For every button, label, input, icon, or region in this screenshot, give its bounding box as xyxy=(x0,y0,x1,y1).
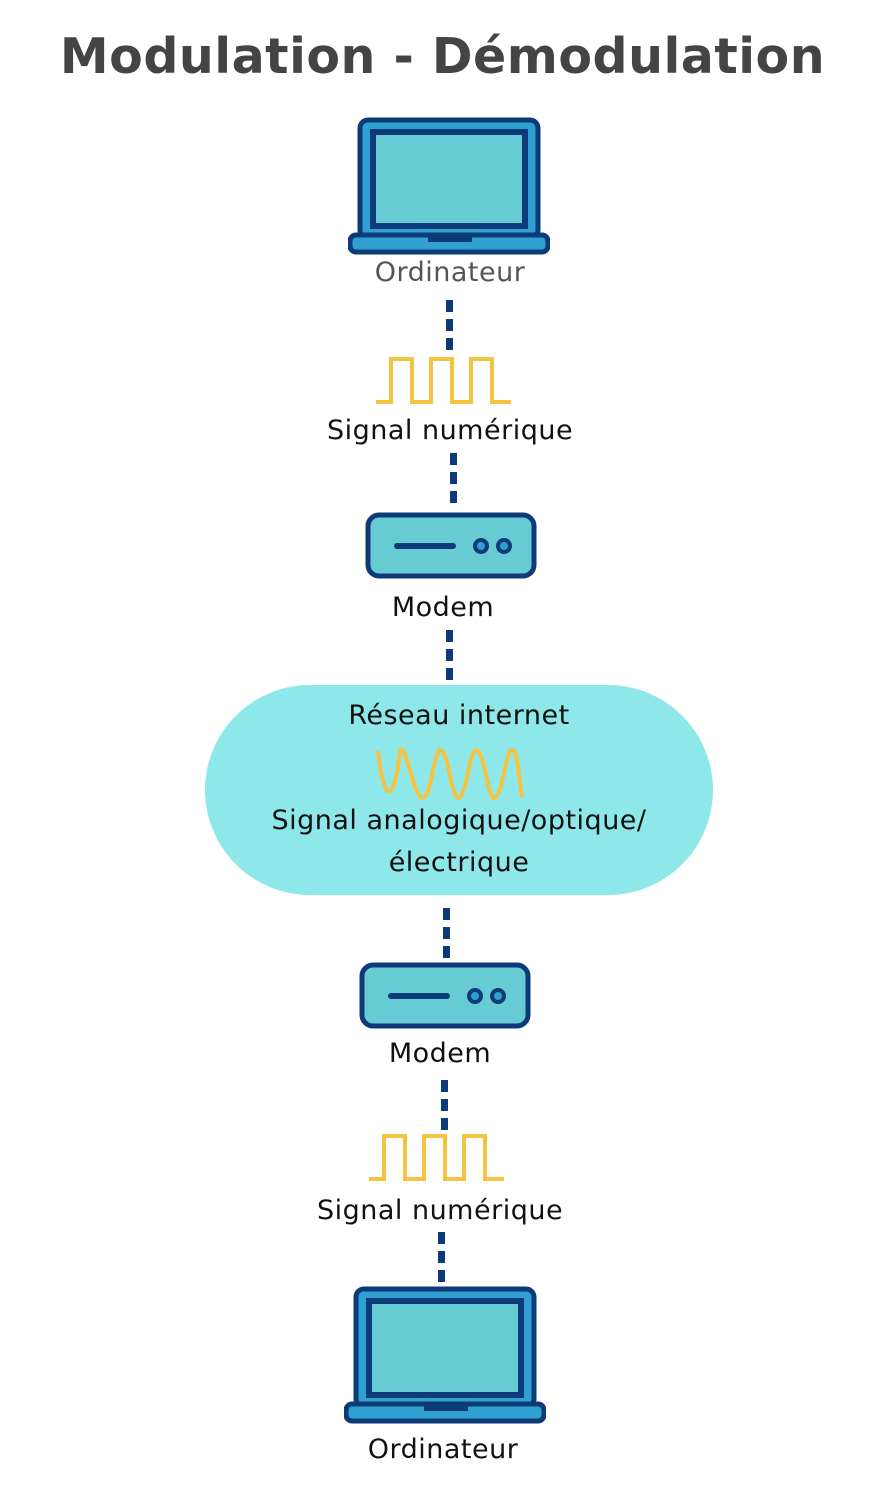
square-wave-icon xyxy=(369,1134,504,1181)
computer-bottom-label: Ordinateur xyxy=(367,1434,519,1465)
laptop-icon xyxy=(348,117,550,255)
laptop-icon xyxy=(344,1286,546,1424)
network-label-line1: Signal analogique/optique/ xyxy=(271,805,647,836)
connector xyxy=(446,630,453,680)
diagram-title: Modulation - Démodulation xyxy=(59,28,826,85)
connector xyxy=(441,1080,448,1130)
signal-top-label: Signal numérique xyxy=(326,415,574,446)
modem-bottom-label: Modem xyxy=(388,1038,492,1069)
sine-wave-icon xyxy=(376,747,524,800)
computer-top-label: Ordinateur xyxy=(374,257,526,288)
connector xyxy=(438,1232,445,1282)
signal-bottom-label: Signal numérique xyxy=(316,1195,564,1226)
network-label-line2: électrique xyxy=(388,847,530,878)
modem-icon xyxy=(365,512,537,579)
network-title: Réseau internet xyxy=(348,700,570,731)
modem-icon xyxy=(359,962,531,1029)
network-cloud xyxy=(205,685,713,895)
connector xyxy=(443,908,450,960)
connector xyxy=(446,300,453,350)
modem-top-label: Modem xyxy=(391,592,495,623)
square-wave-icon xyxy=(376,357,511,404)
connector xyxy=(450,453,457,503)
